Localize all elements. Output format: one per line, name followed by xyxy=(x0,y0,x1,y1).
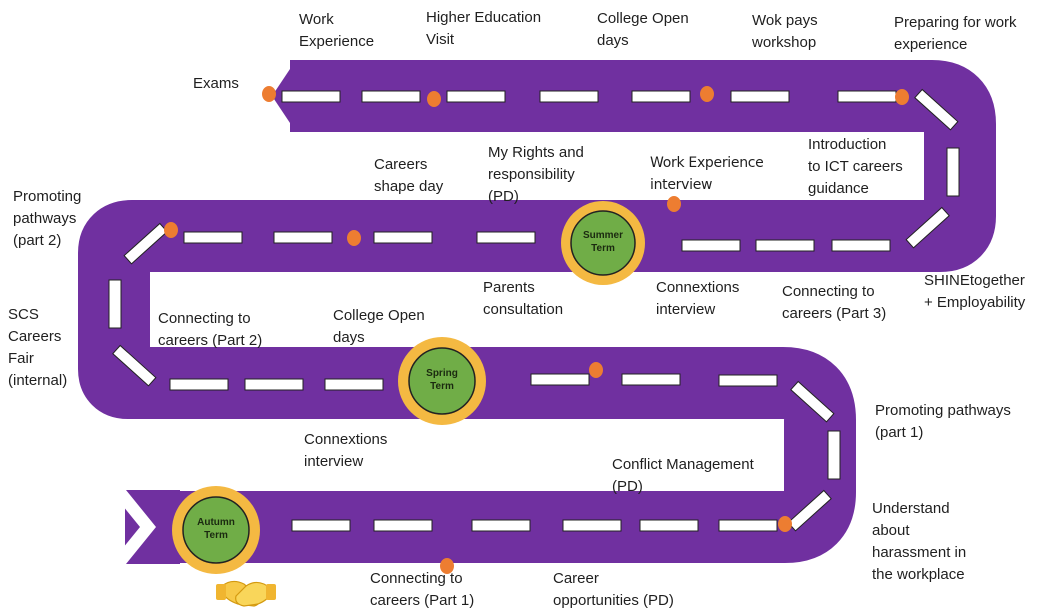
label-work-experience: Work Experience xyxy=(299,11,375,50)
label-career-opportunities: Career opportunities (PD) xyxy=(553,570,674,609)
lower-lane-dashes xyxy=(169,373,841,532)
label-connecting-to-careers-part1: Connecting to careers (Part 1) xyxy=(370,570,475,609)
label-understand-about-harassment: Understand about harassment in the workp… xyxy=(872,500,967,583)
label-shinetogether: SHINEtogether + Employability xyxy=(924,272,1026,311)
road-band xyxy=(78,60,996,563)
label-connecting-to-careers-part2: Connecting to careers (Part 2) xyxy=(158,310,263,349)
label-conflict-management: Conflict Management (PD) xyxy=(612,456,754,495)
label-work-experience-interview: Work Experience interview xyxy=(650,155,764,193)
label-connexions-interview-upper: Connextions interview xyxy=(656,279,740,318)
label-introduction-to-ict: Introduction to ICT careers guidance xyxy=(808,136,903,197)
label-my-rights-and-responsibility: My Rights and responsibility (PD) xyxy=(488,144,584,205)
milestone-dots xyxy=(164,86,909,574)
label-college-open-days-middle: College Open days xyxy=(333,307,425,346)
label-wok-pays-workshop: Wok pays workshop xyxy=(752,12,818,51)
top-lane-dashes xyxy=(281,88,960,249)
label-scs-careers-fair: SCS Careers Fair (internal) xyxy=(8,306,68,389)
label-higher-education-visit: Higher Education Visit xyxy=(426,9,542,48)
label-promoting-pathways-part1: Promoting pathways (part 1) xyxy=(875,402,1011,441)
handshake-icon xyxy=(216,580,276,607)
label-college-open-days-top: College Open days xyxy=(597,10,689,49)
label-connecting-to-careers-part3: Connecting to careers (Part 3) xyxy=(782,283,887,322)
label-connexions-interview-lower: Connextions interview xyxy=(304,431,388,470)
road-start-tail xyxy=(125,490,180,564)
bottom-lane-dashes xyxy=(291,519,778,532)
label-preparing-for-work-experience: Preparing for work experience xyxy=(894,14,1017,53)
label-careers-shape-day: Careers shape day xyxy=(374,156,444,195)
label-exams: Exams xyxy=(193,75,239,92)
middle-lane-dashes xyxy=(108,222,891,387)
label-parents-consultation: Parents consultation xyxy=(483,279,564,318)
label-promoting-pathways-part2: Promoting pathways (part 2) xyxy=(13,188,82,249)
